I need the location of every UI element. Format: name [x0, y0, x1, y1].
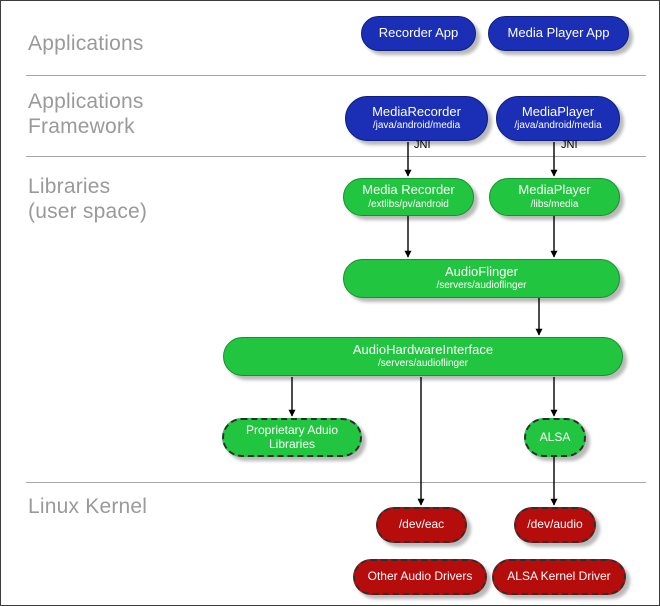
- node-alsa[interactable]: ALSA: [524, 418, 586, 457]
- node-audiohardwareinterface[interactable]: AudioHardwareInterface /servers/audiofli…: [223, 337, 623, 376]
- node-recorder-app[interactable]: Recorder App: [361, 16, 476, 51]
- node-media-recorder-lib[interactable]: Media Recorder /extlibs/pv/android: [343, 178, 474, 216]
- node-title: AudioFlinger: [445, 263, 518, 279]
- edge-label-jni-player: JNI: [561, 139, 578, 151]
- node-title: Media Player App: [507, 25, 610, 41]
- layer-label-applications-framework: Applications Framework: [28, 90, 144, 138]
- node-title: /dev/eac: [398, 517, 445, 532]
- node-mediaplayer-framework[interactable]: MediaPlayer /java/android/media: [496, 96, 620, 141]
- layer-divider-libraries: [26, 482, 646, 483]
- node-mediarecorder-framework[interactable]: MediaRecorder /java/android/media: [345, 96, 488, 141]
- node-title: Media Recorder: [362, 182, 455, 198]
- node-title: Other Audio Drivers: [367, 569, 473, 584]
- node-subtitle: /libs/media: [530, 198, 579, 210]
- layer-label-linux-kernel: Linux Kernel: [28, 495, 148, 518]
- node-title: ALSA: [539, 429, 571, 444]
- layer-divider-applications: [26, 75, 646, 76]
- node-title: Proprietary Aduio Libraries: [245, 423, 339, 451]
- node-dev-audio[interactable]: /dev/audio: [514, 507, 596, 543]
- layer-label-libraries: Libraries (user space): [28, 175, 148, 223]
- node-title: /dev/audio: [527, 517, 583, 532]
- edge-label-jni-recorder: JNI: [414, 139, 431, 151]
- node-title: MediaPlayer: [518, 182, 591, 198]
- node-alsa-kernel-driver[interactable]: ALSA Kernel Driver: [492, 559, 626, 595]
- node-dev-eac[interactable]: /dev/eac: [376, 507, 467, 543]
- node-title: ALSA Kernel Driver: [507, 569, 611, 584]
- node-mediaplayer-lib[interactable]: MediaPlayer /libs/media: [489, 178, 620, 216]
- node-title: MediaPlayer: [521, 103, 595, 119]
- node-audioflinger[interactable]: AudioFlinger /servers/audioflinger: [343, 259, 620, 298]
- node-subtitle: /servers/audioflinger: [377, 358, 469, 370]
- node-title: MediaRecorder: [372, 103, 461, 119]
- node-subtitle: /extlibs/pv/android: [368, 198, 449, 210]
- node-subtitle: /java/android/media: [372, 120, 461, 132]
- node-media-player-app[interactable]: Media Player App: [488, 16, 629, 51]
- node-proprietary-audio-libraries[interactable]: Proprietary Aduio Libraries: [222, 418, 362, 457]
- node-title: Recorder App: [378, 25, 459, 41]
- node-subtitle: /java/android/media: [514, 120, 602, 132]
- layer-divider-applications-framework: [26, 156, 646, 157]
- layer-label-applications: Applications: [28, 32, 144, 55]
- node-subtitle: /servers/audioflinger: [436, 280, 527, 292]
- node-other-audio-drivers[interactable]: Other Audio Drivers: [353, 559, 487, 595]
- node-title: AudioHardwareInterface: [352, 341, 494, 357]
